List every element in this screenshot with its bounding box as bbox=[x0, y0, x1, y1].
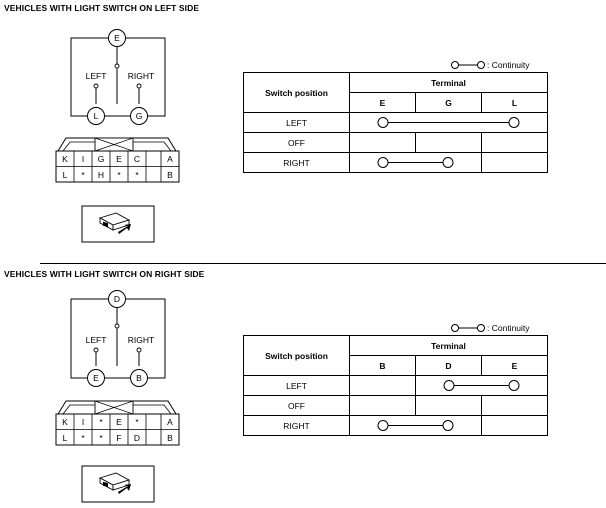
table-row: RIGHT bbox=[243, 415, 548, 436]
svg-text:K: K bbox=[62, 154, 68, 164]
table-row: RIGHT bbox=[243, 152, 548, 173]
switch-position-header: Switch position bbox=[243, 335, 350, 376]
continuity-line-D-E bbox=[443, 380, 520, 391]
svg-text:B: B bbox=[167, 170, 173, 180]
section-2-schematic: D E B LEFT RIGHT bbox=[70, 290, 166, 387]
svg-text:*: * bbox=[81, 433, 85, 443]
svg-text:*: * bbox=[81, 170, 85, 180]
continuity-line-B-D bbox=[377, 420, 454, 431]
section-2-legend: : Continuity bbox=[487, 323, 530, 333]
svg-text:D: D bbox=[134, 433, 140, 443]
terminal-L-circle bbox=[87, 107, 105, 125]
svg-text:*: * bbox=[99, 417, 103, 427]
terminal-col-header: L bbox=[481, 92, 548, 113]
svg-text:RIGHT: RIGHT bbox=[128, 335, 154, 345]
svg-text:L: L bbox=[94, 111, 99, 121]
switch-position-header: Switch position bbox=[243, 72, 350, 113]
table-row: OFF bbox=[243, 132, 548, 153]
continuity-cell bbox=[349, 415, 482, 436]
svg-text:LEFT: LEFT bbox=[86, 335, 107, 345]
svg-text:*: * bbox=[135, 417, 139, 427]
svg-text:L: L bbox=[63, 433, 68, 443]
section-2-legend-symbol bbox=[451, 324, 485, 332]
switch-position-left: LEFT bbox=[243, 112, 350, 133]
svg-text:G: G bbox=[136, 111, 143, 121]
table-row: LEFT bbox=[243, 112, 548, 133]
switch-position-off: OFF bbox=[243, 132, 350, 153]
switch-position-right: RIGHT bbox=[243, 415, 350, 436]
continuity-line-E-G bbox=[377, 157, 454, 168]
terminal-header: Terminal bbox=[349, 72, 548, 93]
terminal-E-circle bbox=[108, 29, 126, 47]
svg-text:G: G bbox=[98, 154, 105, 164]
svg-text:I: I bbox=[82, 417, 84, 427]
terminal-D-circle bbox=[108, 290, 126, 308]
svg-text:LEFT: LEFT bbox=[86, 71, 107, 81]
svg-text:E: E bbox=[116, 417, 122, 427]
svg-text:A: A bbox=[167, 154, 173, 164]
terminal-header: Terminal bbox=[349, 335, 548, 356]
table-row: OFF bbox=[243, 395, 548, 416]
table-row: LEFT bbox=[243, 375, 548, 396]
terminal-E-circle bbox=[87, 369, 105, 387]
section-2-heading: VEHICLES WITH LIGHT SWITCH ON RIGHT SIDE bbox=[4, 269, 205, 279]
svg-text:E: E bbox=[116, 154, 122, 164]
legend-text: : Continuity bbox=[487, 323, 530, 333]
svg-text:L: L bbox=[63, 170, 68, 180]
terminal-col-header: D bbox=[415, 355, 482, 376]
section-2-continuity-table: Switch position Terminal B D E LEFT OFF … bbox=[243, 335, 548, 436]
svg-text:E: E bbox=[93, 373, 99, 383]
terminal-col-header: B bbox=[349, 355, 416, 376]
section-1-heading: VEHICLES WITH LIGHT SWITCH ON LEFT SIDE bbox=[4, 3, 200, 13]
section-1-continuity-table: Switch position Terminal E G L LEFT OFF … bbox=[243, 72, 548, 173]
svg-text:*: * bbox=[99, 433, 103, 443]
svg-text:*: * bbox=[117, 170, 121, 180]
continuity-line-E-L bbox=[377, 117, 520, 128]
section-divider bbox=[40, 263, 606, 264]
svg-text:E: E bbox=[114, 33, 120, 43]
svg-text:K: K bbox=[62, 417, 68, 427]
svg-text:C: C bbox=[134, 154, 140, 164]
switch-position-right: RIGHT bbox=[243, 152, 350, 173]
section-2-connector-view-icon bbox=[81, 465, 155, 503]
switch-position-left: LEFT bbox=[243, 375, 350, 396]
continuity-cell bbox=[349, 112, 548, 133]
terminal-col-header: G bbox=[415, 92, 482, 113]
switch-position-off: OFF bbox=[243, 395, 350, 416]
svg-text:A: A bbox=[167, 417, 173, 427]
svg-text:H: H bbox=[98, 170, 104, 180]
svg-text:B: B bbox=[167, 433, 173, 443]
terminal-col-header: E bbox=[349, 92, 416, 113]
terminal-B-circle bbox=[130, 369, 148, 387]
terminal-G-circle bbox=[130, 107, 148, 125]
continuity-cell bbox=[415, 375, 548, 396]
continuity-cell bbox=[349, 152, 482, 173]
legend-text: : Continuity bbox=[487, 60, 530, 70]
svg-text:I: I bbox=[82, 154, 84, 164]
section-1-connector-view-icon bbox=[81, 205, 155, 243]
section-1-connector: K I G E C A L * H * * B bbox=[55, 137, 180, 183]
section-1-schematic: E L G LEFT RIGHT bbox=[70, 29, 166, 125]
svg-text:RIGHT: RIGHT bbox=[128, 71, 154, 81]
section-1-legend: : Continuity bbox=[487, 60, 530, 70]
section-2-connector: K I * E * A L * * F D B bbox=[55, 400, 180, 446]
svg-text:F: F bbox=[116, 433, 121, 443]
section-1-legend-symbol bbox=[451, 61, 485, 69]
svg-text:D: D bbox=[114, 294, 120, 304]
terminal-col-header: E bbox=[481, 355, 548, 376]
svg-text:*: * bbox=[135, 170, 139, 180]
svg-text:B: B bbox=[136, 373, 142, 383]
